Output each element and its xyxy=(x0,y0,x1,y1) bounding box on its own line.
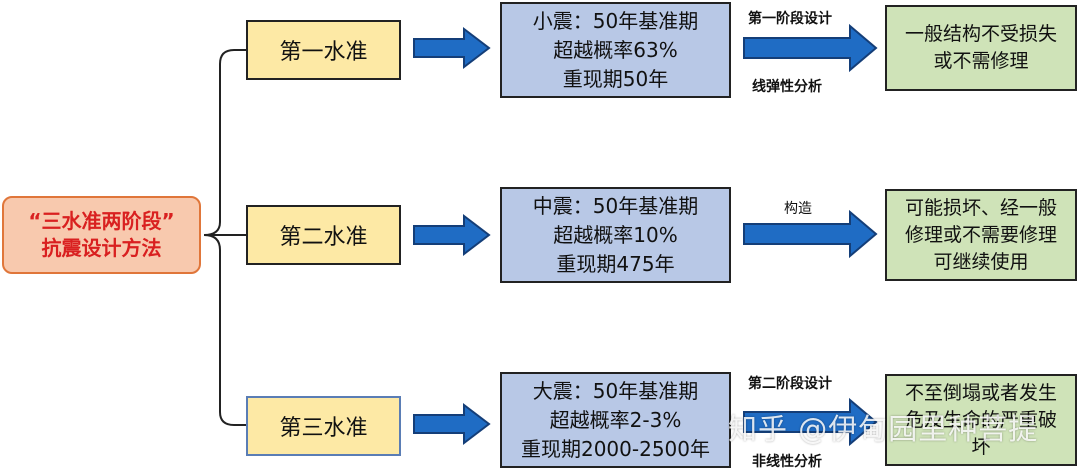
result-3-box: 不至倒塌或者发生 危及生命的严重破 坏 xyxy=(885,374,1077,466)
quake-medium-line-2: 超越概率10% xyxy=(553,222,678,247)
level-3-box: 第三水准 xyxy=(246,396,401,456)
quake-large-line-3: 重现期2000-2500年 xyxy=(520,436,710,461)
arrow-quake2-to-result2 xyxy=(743,209,878,259)
stage-first-label: 第一阶段设计 xyxy=(748,11,832,27)
result-1-line-1: 一般结构不受损失 xyxy=(904,23,1057,45)
result-2-line-1: 可能损坏、经一般 xyxy=(904,196,1057,219)
result-2-line-2: 修理或不需要修理 xyxy=(904,223,1057,246)
watermark-text: 知乎 @伊甸园里种菩提 xyxy=(728,412,1039,446)
bracket-bottom xyxy=(203,234,246,426)
result-2-box: 可能损坏、经一般 修理或不需要修理 可继续使用 xyxy=(885,189,1077,281)
arrow-level2-to-quake2 xyxy=(413,213,491,257)
result-3-line-3: 坏 xyxy=(971,435,991,458)
result-1-box: 一般结构不受损失 或不需修理 xyxy=(885,5,1077,91)
analysis-linear-label: 线弹性分析 xyxy=(752,79,822,95)
quake-large-line-1: 大震：50年基准期 xyxy=(532,378,699,403)
result-2-line-3: 可继续使用 xyxy=(933,250,1029,273)
construction-label: 构造 xyxy=(784,201,812,217)
level-2-box: 第二水准 xyxy=(246,205,401,265)
root-method-box: “三水准两阶段” 抗震设计方法 xyxy=(2,196,201,274)
quake-large-line-2: 超越概率2-3% xyxy=(549,407,682,432)
level-1-label: 第一水准 xyxy=(279,40,368,65)
arrow-quake1-to-result1 xyxy=(743,23,878,73)
quake-medium-box: 中震：50年基准期 超越概率10% 重现期475年 xyxy=(500,187,731,283)
result-3-line-2: 危及生命的严重破 xyxy=(904,408,1057,431)
analysis-nonlinear-label: 非线性分析 xyxy=(752,454,822,470)
level-2-label: 第二水准 xyxy=(279,225,368,250)
quake-small-line-1: 小震：50年基准期 xyxy=(532,8,699,33)
arrow-level1-to-quake1 xyxy=(413,26,491,70)
arrow-quake3-to-result3 xyxy=(743,397,878,447)
stage-second-label: 第二阶段设计 xyxy=(748,376,832,392)
quake-medium-line-1: 中震：50年基准期 xyxy=(532,193,699,218)
bracket-top xyxy=(203,49,246,236)
level-3-label: 第三水准 xyxy=(279,416,368,441)
root-line-1: “三水准两阶段” xyxy=(28,209,175,233)
quake-small-line-2: 超越概率63% xyxy=(553,37,678,62)
root-line-2: 抗震设计方法 xyxy=(41,236,162,260)
level-1-box: 第一水准 xyxy=(246,20,401,80)
result-1-line-2: 或不需修理 xyxy=(933,50,1029,72)
arrow-level3-to-quake3 xyxy=(413,402,491,446)
quake-medium-line-3: 重现期475年 xyxy=(556,251,675,276)
quake-large-box: 大震：50年基准期 超越概率2-3% 重现期2000-2500年 xyxy=(500,372,731,468)
result-3-line-1: 不至倒塌或者发生 xyxy=(904,381,1057,404)
quake-small-box: 小震：50年基准期 超越概率63% 重现期50年 xyxy=(500,2,731,98)
quake-small-line-3: 重现期50年 xyxy=(562,66,669,91)
